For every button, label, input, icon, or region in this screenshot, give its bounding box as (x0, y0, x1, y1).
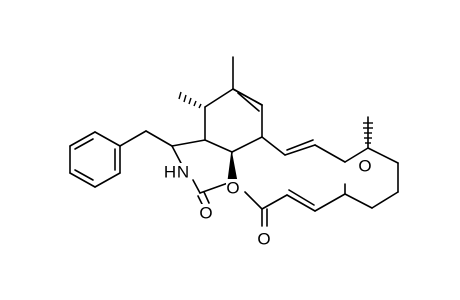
hydrogen-label: H (164, 163, 176, 182)
atom-labels: N H O O O O (164, 157, 372, 249)
ether-oxygen-label: O (358, 157, 371, 176)
benzyl-linker (119, 130, 173, 147)
phenyl-ring (69, 131, 121, 188)
nitrogen-label: N (177, 163, 189, 182)
macrocycle-methyl-hashed (363, 122, 373, 144)
cyclohexene-ring (204, 56, 263, 153)
carbonyl-oxygen-label: O (257, 230, 270, 249)
ester-wedge-bond (228, 152, 238, 184)
methyl-hashed-bond (178, 91, 202, 109)
macrocycle-chain (244, 116, 399, 227)
ester-oxygen-label: O (226, 179, 239, 198)
lactam-oxygen-label: O (199, 204, 212, 223)
